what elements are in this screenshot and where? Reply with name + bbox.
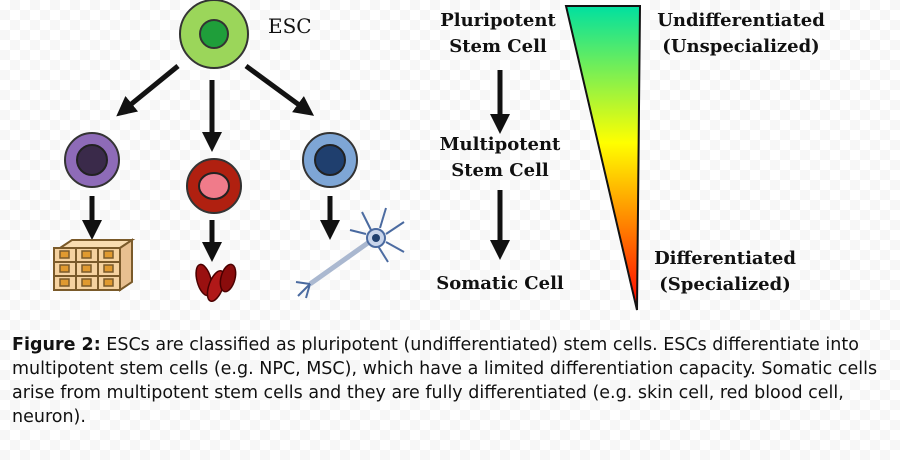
red-blood-cells-icon xyxy=(195,263,237,302)
rbc-progenitor-cell xyxy=(186,158,242,214)
esc-cell xyxy=(179,0,249,69)
differentiation-gradient-triangle xyxy=(564,5,642,311)
npc-cell xyxy=(64,132,120,188)
figure-caption: Figure 2: ESCs are classified as pluripo… xyxy=(12,333,892,429)
esc-arrows xyxy=(116,63,315,152)
multipotent-label: Multipotent Stem Cell xyxy=(428,132,572,184)
undifferentiated-label: Undifferentiated (Unspecialized) xyxy=(646,8,836,60)
differentiated-line1: Differentiated xyxy=(654,248,796,269)
somatic-label: Somatic Cell xyxy=(436,273,564,294)
esc-label: ESC xyxy=(268,14,312,38)
pluripotent-label: Pluripotent Stem Cell xyxy=(428,8,568,60)
msc-cell xyxy=(302,132,358,188)
multipotent-line1: Multipotent xyxy=(439,134,561,155)
pluripotent-line2: Stem Cell xyxy=(449,36,547,57)
skin-cells-icon xyxy=(53,238,136,292)
caption-prefix: Figure 2: xyxy=(12,335,101,355)
differentiated-label: Differentiated (Specialized) xyxy=(644,246,806,298)
undifferentiated-line1: Undifferentiated xyxy=(657,10,825,31)
undifferentiated-line2: (Unspecialized) xyxy=(662,36,820,57)
differentiated-line2: (Specialized) xyxy=(659,274,791,295)
somatic-arrows xyxy=(82,196,340,262)
diagram-canvas xyxy=(53,0,642,311)
multipotent-line2: Stem Cell xyxy=(451,160,549,181)
pluripotent-line1: Pluripotent xyxy=(440,10,556,31)
neuron-icon xyxy=(295,207,405,299)
caption-text: ESCs are classified as pluripotent (undi… xyxy=(12,335,878,427)
